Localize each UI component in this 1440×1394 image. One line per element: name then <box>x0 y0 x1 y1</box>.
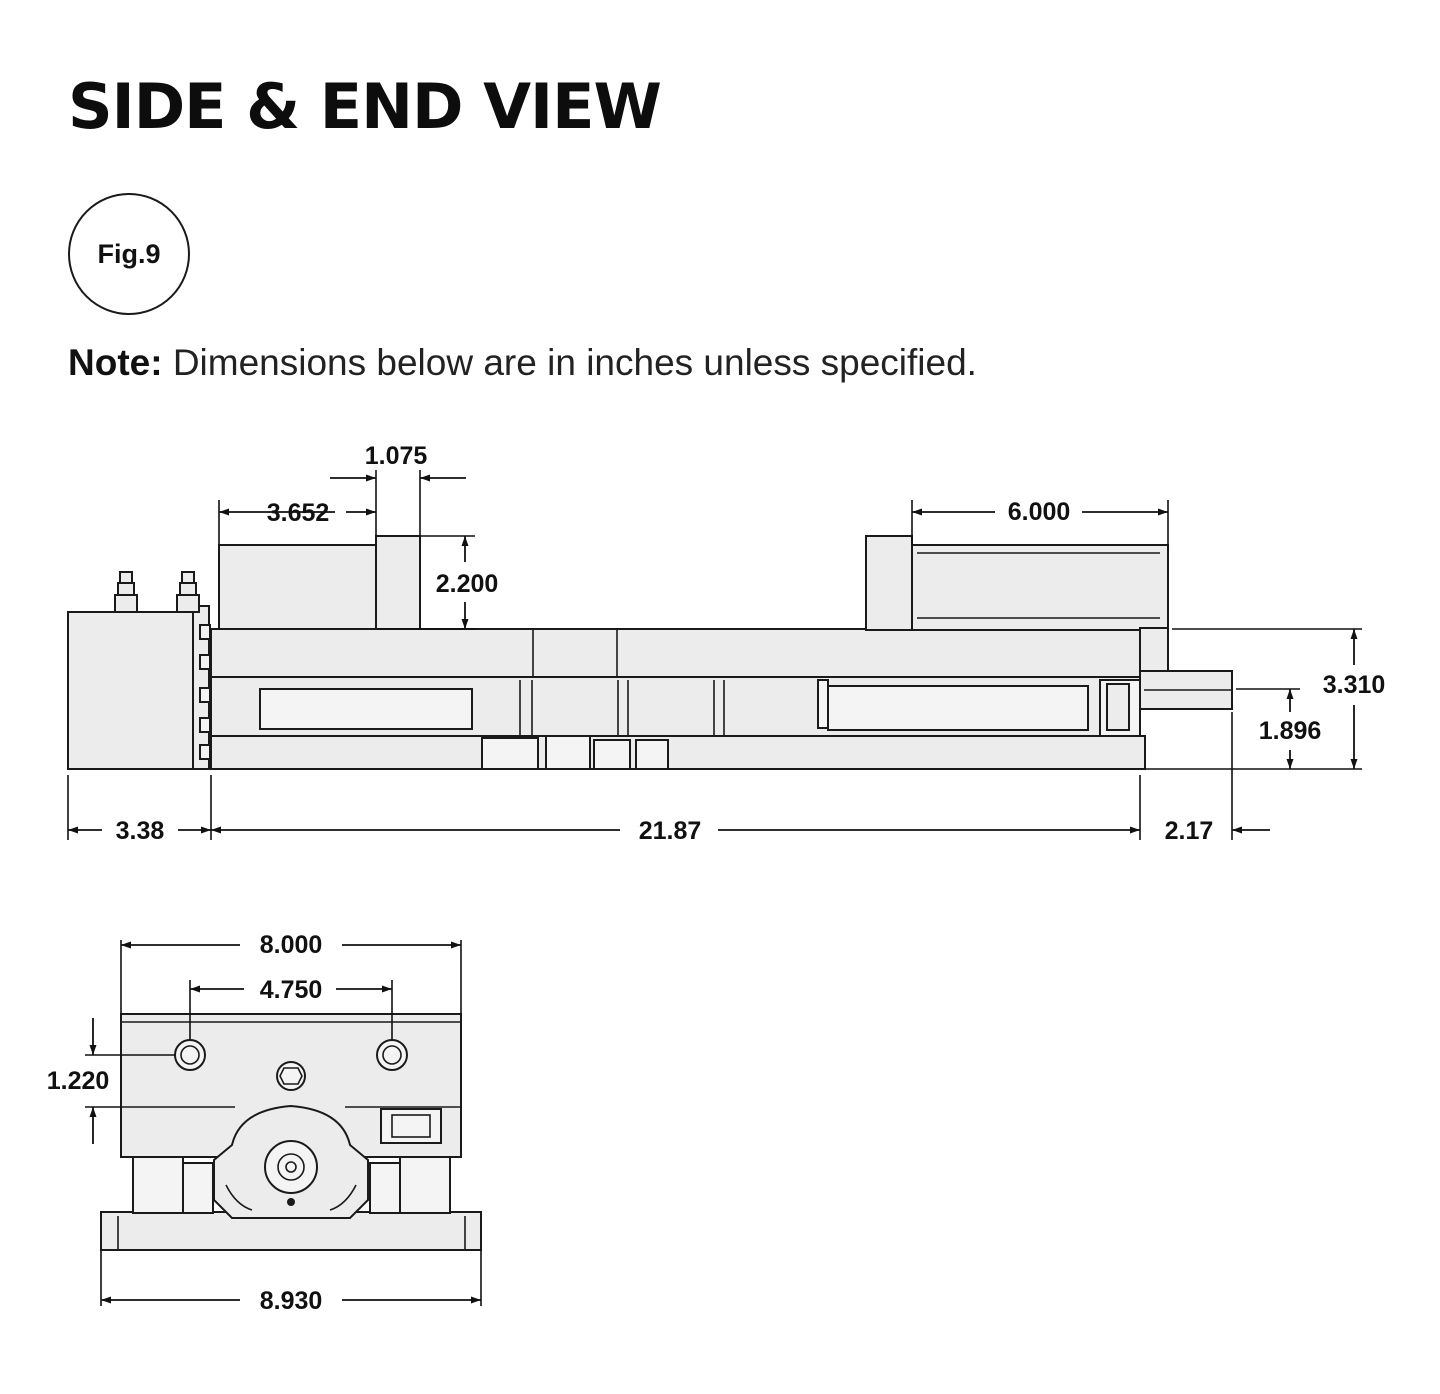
dim-screw-extension: 2.17 <box>1165 817 1214 845</box>
end-view: 8.000 4.750 1.220 8.930 <box>47 931 482 1315</box>
note-text: Dimensions below are in inches unless sp… <box>172 342 977 383</box>
fixed-jaw-block <box>218 544 377 631</box>
mounting-hole-right <box>376 1039 408 1071</box>
dim-hole-spacing: 4.750 <box>260 976 323 1004</box>
figure-badge: Fig.9 <box>68 193 190 315</box>
dim-hole-height: 1.220 <box>47 1067 110 1095</box>
hydraulic-cylinder <box>67 605 211 770</box>
figure-label: Fig.9 <box>97 238 161 269</box>
center-bolt <box>276 1061 306 1091</box>
mounting-hole-left <box>174 1039 206 1071</box>
fixed-jaw-plate <box>375 535 421 631</box>
dim-jaw-height: 2.200 <box>436 570 499 598</box>
screw-end <box>264 1140 318 1194</box>
dim-jaw-offset: 3.652 <box>267 499 330 527</box>
dim-screw-height: 1.896 <box>1259 717 1322 745</box>
side-view: 3.652 1.075 2.200 6.000 3.310 1.896 3.38… <box>67 442 1386 845</box>
name-plate <box>380 1108 442 1144</box>
dim-body-width: 8.000 <box>260 931 323 959</box>
dim-jaw-width: 1.075 <box>365 442 428 470</box>
grease-fitting-left <box>114 571 138 613</box>
note-label: Note: <box>68 342 163 383</box>
dim-base-width: 8.930 <box>260 1287 323 1315</box>
dim-body-length: 21.87 <box>639 817 702 845</box>
dim-jaw-opening: 6.000 <box>1008 498 1071 526</box>
grease-fitting-right <box>176 571 200 613</box>
vise-body <box>210 628 1141 737</box>
dim-overall-height: 3.310 <box>1323 671 1386 699</box>
vise-base <box>210 735 1146 770</box>
page-title: SIDE & END VIEW <box>68 70 662 143</box>
movable-jaw-block <box>911 544 1169 631</box>
dimension-note: Note: Dimensions below are in inches unl… <box>68 342 977 384</box>
movable-jaw-plate <box>865 535 913 631</box>
dim-cylinder-length: 3.38 <box>116 817 165 845</box>
